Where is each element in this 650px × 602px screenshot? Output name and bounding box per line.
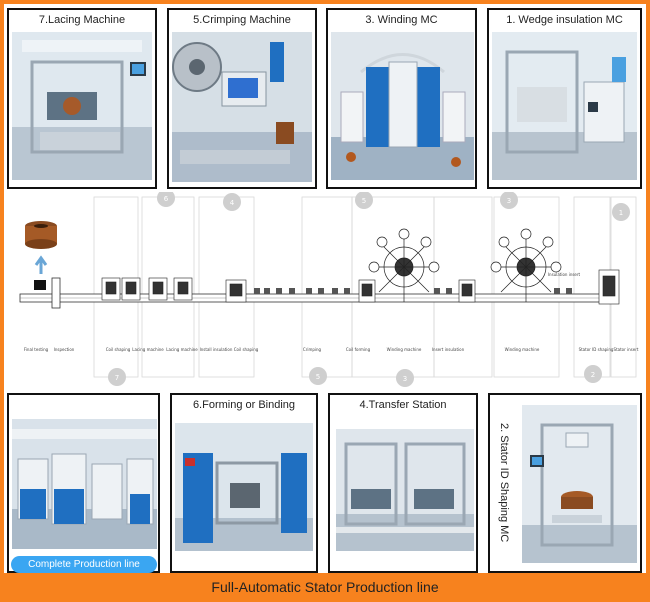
wedge-insulation-photo bbox=[492, 32, 637, 180]
stator-id-shaping-photo bbox=[522, 405, 637, 563]
complete-production-line-card: Complete Production line bbox=[7, 393, 160, 573]
footer-title: Full-Automatic Stator Production line bbox=[211, 579, 439, 595]
card-title: 3. Winding MC bbox=[365, 14, 438, 26]
stator-id-shaping-card: 2. Stator ID Shaping MC bbox=[488, 393, 642, 573]
winding-mc-card: 3. Winding MC bbox=[326, 8, 477, 189]
production-line-photo bbox=[12, 419, 157, 549]
production-line-badge: Complete Production line bbox=[11, 556, 157, 573]
forming-binding-photo bbox=[175, 423, 313, 551]
production-line-diagram: 6 4 5 3 1 7 5 3 2 Final testing Inspecti… bbox=[14, 189, 638, 392]
station-label: Install insulation bbox=[199, 347, 233, 352]
station-label: Coil shaping bbox=[105, 347, 131, 352]
step-number: 1 bbox=[619, 209, 623, 217]
step-number: 4 bbox=[230, 199, 235, 207]
crimping-machine-card: 5.Crimping Machine bbox=[167, 8, 317, 189]
station-label: Coil shaping bbox=[233, 347, 259, 352]
step-number: 3 bbox=[403, 375, 407, 383]
transfer-station-photo bbox=[336, 429, 474, 551]
station-label: Stator ID shaping bbox=[578, 347, 614, 352]
card-title: 7.Lacing Machine bbox=[38, 14, 126, 26]
step-number: 7 bbox=[115, 374, 119, 382]
step-number: 5 bbox=[316, 373, 320, 381]
lacing-machine-photo bbox=[12, 32, 152, 180]
station-label: Stator insert bbox=[613, 347, 639, 352]
station-label: Final testing bbox=[23, 347, 49, 352]
card-title: 4.Transfer Station bbox=[359, 399, 447, 411]
station-label: Winding machine bbox=[386, 347, 422, 352]
step-number: 5 bbox=[362, 197, 366, 205]
layout-drawing: 6 4 5 3 1 7 5 3 2 bbox=[19, 189, 637, 387]
stator-core-icon bbox=[25, 221, 57, 249]
transfer-station-card: 4.Transfer Station bbox=[328, 393, 478, 573]
step-number: 2 bbox=[591, 371, 595, 379]
step-number: 6 bbox=[164, 195, 169, 203]
station-label: Lacing machine bbox=[132, 347, 164, 352]
card-title: 5.Crimping Machine bbox=[193, 14, 291, 26]
card-title: 6.Forming or Binding bbox=[192, 399, 296, 411]
card-title-vertical: 2. Stator ID Shaping MC bbox=[498, 423, 510, 543]
station-label: Insulation insert bbox=[547, 272, 581, 277]
station-label: Inspection bbox=[53, 347, 75, 352]
station-label: Winding machine bbox=[504, 347, 540, 352]
card-title: 1. Wedge insulation MC bbox=[506, 14, 623, 26]
forming-binding-card: 6.Forming or Binding bbox=[170, 393, 318, 573]
step-number: 3 bbox=[507, 197, 511, 205]
station-label: Crimping bbox=[302, 347, 322, 352]
lacing-machine-card: 7.Lacing Machine bbox=[7, 8, 157, 189]
station-label: Insert insulation bbox=[431, 347, 465, 352]
crimping-machine-photo bbox=[172, 32, 312, 182]
wedge-insulation-card: 1. Wedge insulation MC bbox=[487, 8, 642, 189]
winding-mc-photo bbox=[331, 32, 474, 180]
station-label: Coil forming bbox=[345, 347, 371, 352]
station-label: Lacing machine bbox=[166, 347, 198, 352]
